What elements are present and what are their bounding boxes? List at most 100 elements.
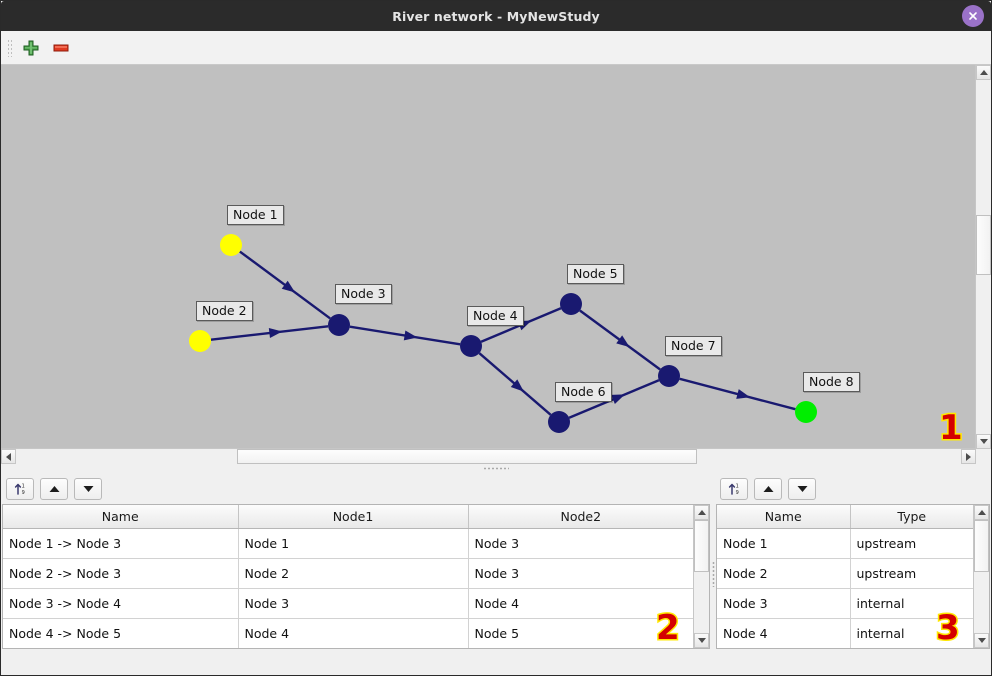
- table-cell[interactable]: upstream: [850, 558, 973, 589]
- toolbar-drag-handle[interactable]: [7, 38, 13, 57]
- annotation-number-1: 1: [938, 408, 965, 448]
- graph-node-node-8[interactable]: [795, 401, 817, 423]
- graph-scroll-down-button[interactable]: [976, 434, 991, 449]
- table-cell[interactable]: upstream: [850, 528, 973, 559]
- graph-node-label-node-1[interactable]: Node 1: [227, 205, 284, 225]
- table-cell[interactable]: Node 3: [717, 588, 851, 619]
- table-cell[interactable]: Node 3: [468, 528, 694, 559]
- table-cell[interactable]: Node 4: [717, 618, 851, 648]
- nodes-scroll-down-button[interactable]: [974, 633, 989, 648]
- table-cell[interactable]: internal: [850, 588, 973, 619]
- graph-node-node-5[interactable]: [560, 293, 582, 315]
- up-arrow-icon: [763, 485, 773, 492]
- reaches-move-down-button[interactable]: [74, 477, 102, 500]
- nodes-panel: 1 9: [715, 473, 991, 675]
- graph-horizontal-scrollbar[interactable]: [1, 448, 976, 464]
- nodes-scroll-thumb[interactable]: [974, 520, 989, 572]
- network-graph-pane[interactable]: Node 1 Node 2 Node 3 Node 4 Node 5 Node 6 Node…: [1, 65, 991, 464]
- nodes-move-up-button[interactable]: [754, 477, 782, 500]
- table-cell[interactable]: Node 5: [468, 618, 694, 648]
- graph-scroll-right-button[interactable]: [961, 449, 976, 464]
- graph-node-label-node-2[interactable]: Node 2: [196, 301, 253, 321]
- table-cell[interactable]: Node 1: [717, 528, 851, 559]
- graph-node-label-node-6[interactable]: Node 6: [555, 382, 612, 402]
- graph-node-label-node-7[interactable]: Node 7: [665, 336, 722, 356]
- graph-node-node-6[interactable]: [548, 411, 570, 433]
- table-cell[interactable]: Node 1: [238, 528, 469, 559]
- graph-node-label-node-4[interactable]: Node 4: [467, 306, 524, 326]
- nodes-sort-button[interactable]: 1 9: [720, 477, 748, 500]
- nodes-scroll-up-button[interactable]: [974, 505, 989, 520]
- annotation-number-2: 2: [655, 608, 682, 648]
- column-header-type[interactable]: Type: [850, 505, 973, 529]
- graph-scroll-up-button[interactable]: [976, 65, 991, 80]
- graph-vertical-scroll-thumb[interactable]: [976, 215, 991, 275]
- graph-vertical-scrollbar[interactable]: [975, 65, 991, 449]
- column-header-node2[interactable]: Node2: [468, 505, 694, 529]
- table-cell[interactable]: Node 4 -> Node 5: [3, 618, 239, 648]
- column-header-name[interactable]: Name: [717, 505, 851, 529]
- triangle-right-icon: [966, 452, 971, 461]
- table-cell[interactable]: Node 2: [238, 558, 469, 589]
- graph-edge-arrow-icon: [611, 394, 625, 405]
- graph-node-node-3[interactable]: [328, 314, 350, 336]
- nodes-vertical-scrollbar[interactable]: [973, 505, 989, 648]
- graph-node-node-2[interactable]: [189, 330, 211, 352]
- triangle-down-icon: [979, 439, 988, 444]
- table-cell[interactable]: Node 1 -> Node 3: [3, 528, 239, 559]
- table-cell[interactable]: Node 4: [468, 588, 694, 619]
- add-node-button[interactable]: [18, 35, 44, 61]
- vertical-splitter[interactable]: [711, 473, 715, 675]
- down-arrow-icon: [83, 485, 93, 492]
- reaches-sort-button[interactable]: 1 9: [6, 477, 34, 500]
- graph-horizontal-scroll-thumb[interactable]: [237, 449, 697, 464]
- reaches-scroll-down-button[interactable]: [694, 633, 709, 648]
- close-window-button[interactable]: [962, 5, 984, 27]
- graph-node-label-node-8[interactable]: Node 8: [803, 372, 860, 392]
- triangle-up-icon: [977, 510, 986, 515]
- reaches-scroll-up-button[interactable]: [694, 505, 709, 520]
- column-header-name[interactable]: Name: [3, 505, 239, 529]
- reaches-move-up-button[interactable]: [40, 477, 68, 500]
- table-cell[interactable]: Node 2: [717, 558, 851, 589]
- network-graph-svg[interactable]: [1, 65, 976, 449]
- graph-nodes-layer[interactable]: [189, 234, 817, 433]
- graph-node-node-4[interactable]: [460, 335, 482, 357]
- reaches-vertical-scrollbar[interactable]: [693, 505, 709, 648]
- horizontal-splitter[interactable]: [1, 464, 991, 473]
- table-cell[interactable]: Node 2 -> Node 3: [3, 558, 239, 589]
- table-cell[interactable]: Node 3: [468, 558, 694, 589]
- table-cell[interactable]: Node 3: [238, 588, 469, 619]
- graph-node-node-7[interactable]: [658, 365, 680, 387]
- nodes-move-down-button[interactable]: [788, 477, 816, 500]
- table-cell[interactable]: Node 3 -> Node 4: [3, 588, 239, 619]
- splitter-grip-icon: [711, 561, 715, 587]
- graph-scroll-left-button[interactable]: [1, 449, 16, 464]
- remove-node-button[interactable]: [48, 35, 74, 61]
- graph-node-label-node-3[interactable]: Node 3: [335, 284, 392, 304]
- graph-node-node-1[interactable]: [220, 234, 242, 256]
- graph-node-label-node-5[interactable]: Node 5: [567, 264, 624, 284]
- column-header-node1[interactable]: Node1: [238, 505, 469, 529]
- table-cell[interactable]: Node 4: [238, 618, 469, 648]
- reaches-scroll-thumb[interactable]: [694, 520, 709, 572]
- table-cell[interactable]: internal: [850, 618, 973, 648]
- network-graph-canvas[interactable]: Node 1 Node 2 Node 3 Node 4 Node 5 Node 6 Node…: [1, 65, 976, 449]
- nodes-status-bar: [715, 649, 991, 675]
